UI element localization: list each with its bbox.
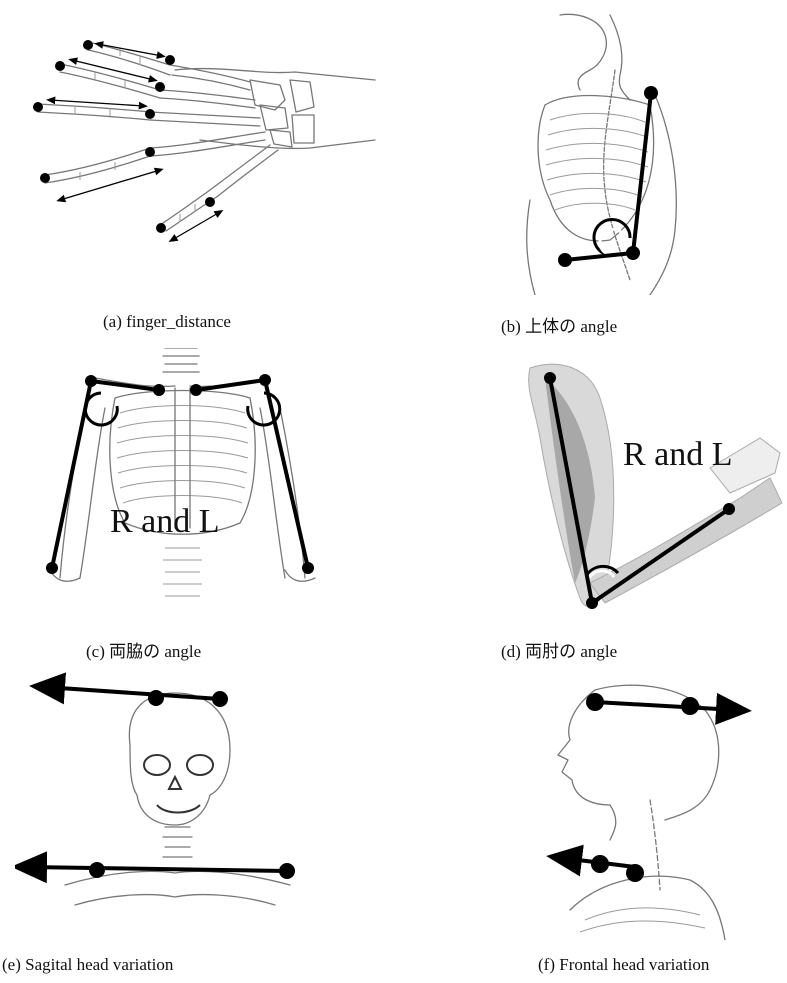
- rib-cage-front-icon: [35, 348, 330, 610]
- panel-upper-body-angle: [520, 10, 695, 295]
- panel-armpit-angle: R and L: [35, 348, 330, 610]
- caption-e: (e) Sagital head variation: [2, 955, 173, 975]
- rl-label-d: R and L: [623, 436, 733, 474]
- arm-muscle-icon: [520, 358, 785, 618]
- panel-sagital-head: [15, 665, 315, 915]
- caption-f: (f) Frontal head variation: [538, 955, 709, 975]
- panel-frontal-head: [540, 680, 770, 940]
- torso-side-skeleton-icon: [520, 10, 695, 295]
- panel-finger-distance: [20, 20, 380, 260]
- caption-d: (d) 両肘の angle: [501, 637, 617, 662]
- rl-label-c: R and L: [110, 503, 220, 541]
- head-side-icon: [540, 680, 770, 940]
- hand-skeleton-icon: [20, 20, 380, 260]
- skull-front-icon: [15, 665, 315, 915]
- caption-a: (a) finger_distance: [103, 312, 231, 332]
- caption-b: (b) 上体の angle: [501, 312, 617, 337]
- caption-c: (c) 両脇の angle: [86, 637, 201, 662]
- panel-elbow-angle: R and L: [520, 358, 785, 618]
